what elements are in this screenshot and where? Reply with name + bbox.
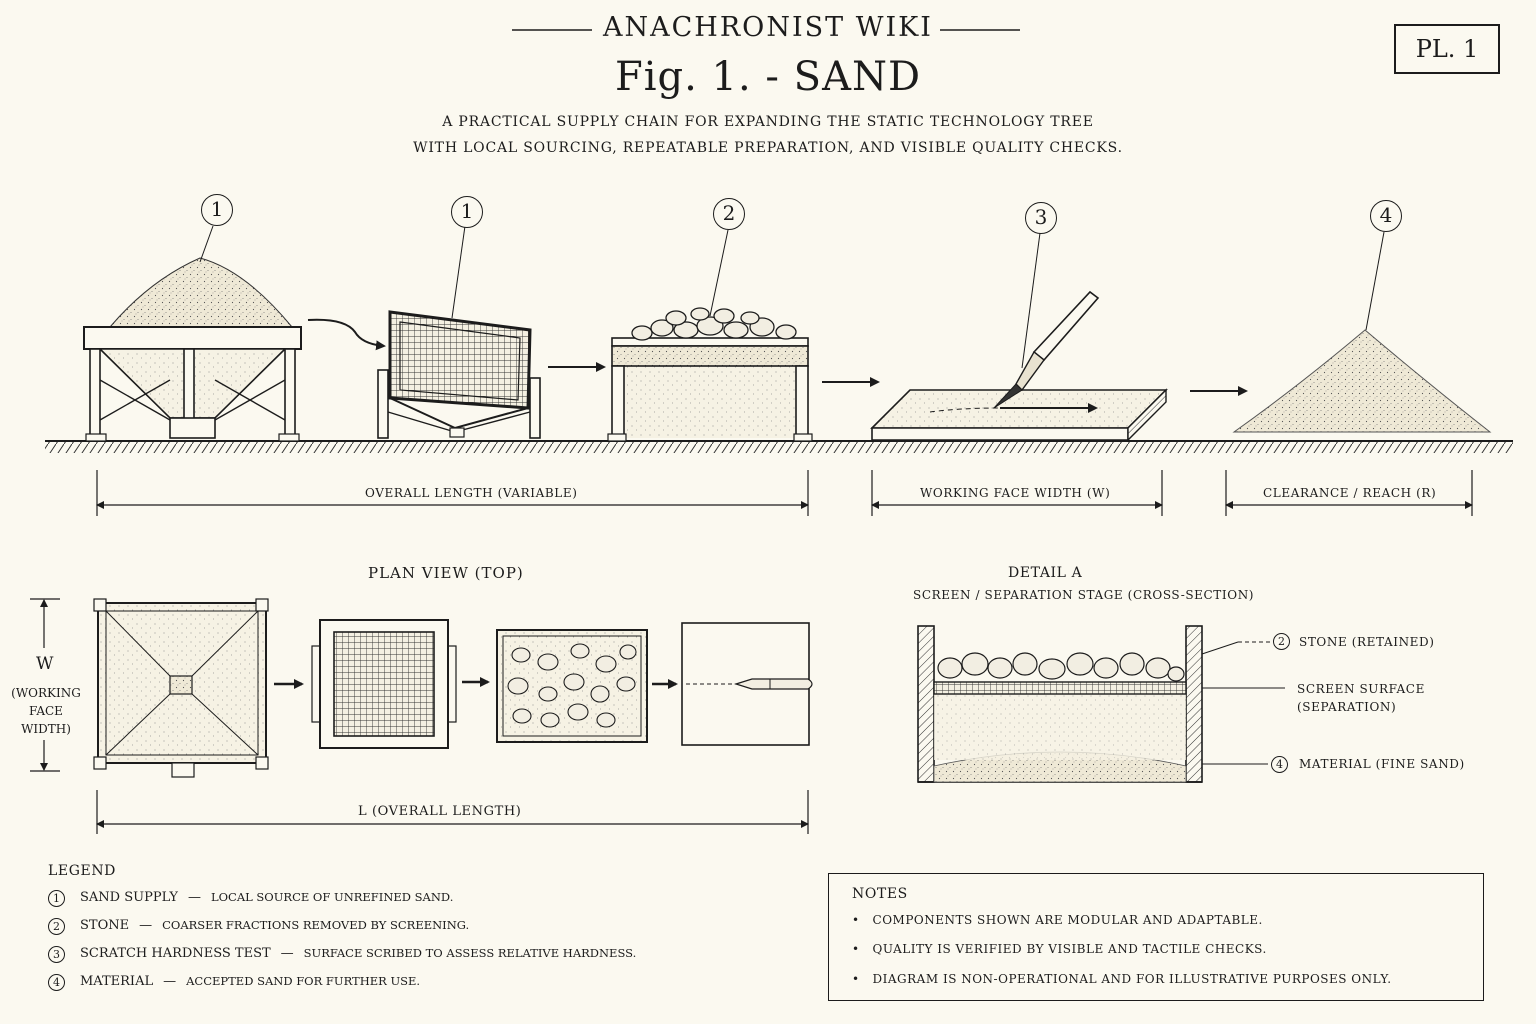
plan-w-desc-3: WIDTH) [21,722,71,736]
figure-title: Fig. 1. - SAND [614,54,922,100]
dim-working-face: WORKING FACE WIDTH (W) [912,486,1119,500]
stone-separation-box [607,307,813,442]
plate-label: PL. 1 [1394,24,1500,74]
legend-item-3: SCRATCH HARDNESS TEST—SURFACE SCRIBED TO… [80,946,637,961]
legend-name-1: SAND SUPPLY [80,890,178,905]
accepted-sand-pile [1232,329,1492,433]
subtitle-line-1: A PRACTICAL SUPPLY CHAIN FOR EXPANDING T… [442,114,1094,130]
legend-item-1: SAND SUPPLY—LOCAL SOURCE OF UNREFINED SA… [80,890,454,905]
dimension-lines [96,470,1473,516]
legend-name-4: MATERIAL [80,974,154,989]
plan-view-title: PLAN VIEW (TOP) [368,564,524,582]
ground-hatch [45,441,1513,453]
flow-arrow-1 [307,318,386,351]
legend-desc-2: COARSER FRACTIONS REMOVED BY SCREENING. [162,918,470,932]
plan-view-drawing [30,598,813,834]
callout-sand-supply-screen: 1 [451,196,483,228]
legend-name-3: SCRATCH HARDNESS TEST [80,946,271,961]
tilted-screen-frame [377,310,541,439]
subtitle-line-2: WITH LOCAL SOURCING, REPEATABLE PREPARAT… [413,140,1123,156]
legend-num-1: 1 [48,890,65,907]
detail-label-stone: STONE (RETAINED) [1299,635,1435,649]
legend-name-2: STONE [80,918,130,933]
detail-label-screen: SCREEN SURFACE [1297,682,1425,696]
note-item-1: • COMPONENTS SHOWN ARE MODULAR AND ADAPT… [852,913,1263,927]
note-text-1: COMPONENTS SHOWN ARE MODULAR AND ADAPTAB… [872,913,1263,927]
scratch-test-slab [870,290,1168,442]
site-name: ANACHRONIST WIKI [603,12,933,43]
note-text-3: DIAGRAM IS NON-OPERATIONAL AND FOR ILLUS… [872,972,1392,986]
plan-w-label: W [36,654,54,674]
detail-title: DETAIL A [1008,565,1083,581]
legend-desc-1: LOCAL SOURCE OF UNREFINED SAND. [210,890,454,904]
legend-item-2: STONE—COARSER FRACTIONS REMOVED BY SCREE… [80,918,470,933]
detail-num-material: 4 [1271,756,1288,773]
callout-scratch-test: 3 [1025,202,1057,234]
notes-box [828,873,1484,1001]
callout-material: 4 [1370,200,1402,232]
legend-num-4: 4 [48,974,65,991]
detail-label-material: MATERIAL (FINE SAND) [1299,757,1465,771]
legend-title: LEGEND [48,863,116,879]
detail-subtitle: SCREEN / SEPARATION STAGE (CROSS-SECTION… [913,588,1255,602]
dim-clearance: CLEARANCE / REACH (R) [1255,486,1445,500]
dim-overall-length: OVERALL LENGTH (VARIABLE) [357,486,586,500]
note-item-3: • DIAGRAM IS NON-OPERATIONAL AND FOR ILL… [852,972,1392,986]
callout-sand-supply-hopper: 1 [201,194,233,226]
note-text-2: QUALITY IS VERIFIED BY VISIBLE AND TACTI… [872,942,1267,956]
note-item-2: • QUALITY IS VERIFIED BY VISIBLE AND TAC… [852,942,1267,956]
legend-desc-3: SURFACE SCRIBED TO ASSESS RELATIVE HARDN… [303,946,637,960]
legend-num-3: 3 [48,946,65,963]
plan-w-desc-1: (WORKING [11,686,81,700]
detail-label-screen-2: (SEPARATION) [1297,700,1397,714]
legend-desc-4: ACCEPTED SAND FOR FURTHER USE. [186,974,421,988]
hopper-sand-supply [83,257,302,442]
plan-w-desc-2: FACE [29,704,63,718]
detail-cross-section [917,625,1285,783]
notes-title: NOTES [852,886,908,902]
detail-num-stone: 2 [1273,633,1290,650]
callout-stone: 2 [713,198,745,230]
legend-item-4: MATERIAL—ACCEPTED SAND FOR FURTHER USE. [80,974,421,989]
legend-num-2: 2 [48,918,65,935]
plan-l-label: L (OVERALL LENGTH) [350,804,530,819]
